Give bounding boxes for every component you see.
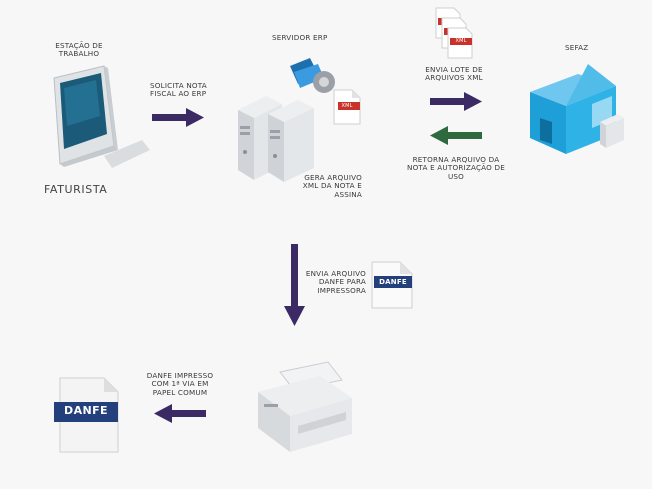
- sefaz-building-icon: [530, 64, 624, 154]
- server-action-label: GERA ARQUIVO XML DA NOTA E ASSINA: [302, 173, 362, 199]
- printed-label: DANFE IMPRESSO COM 1ª VIA EM PAPEL COMUM: [146, 371, 214, 397]
- printer-icon: [258, 361, 352, 452]
- send-batch-label: ENVIA LOTE DE ARQUIVOS XML: [425, 65, 483, 83]
- arrow-right-request: [152, 108, 204, 127]
- workstation-title: ESTAÇÃO DE TRABALHO: [55, 41, 103, 59]
- xml-file-icon: [333, 89, 361, 125]
- xml-file-label: XML: [341, 103, 353, 109]
- xml-stack-label: XML: [455, 38, 467, 44]
- danfe-file-icon-small: [371, 261, 413, 309]
- return-label: RETORNA ARQUIVO DA NOTA E AUTORIZAÇÃO DE…: [407, 155, 505, 181]
- arrow-left-printed: [154, 404, 206, 423]
- monitor-icon: [53, 65, 150, 168]
- server-title: SERVIDOR ERP: [272, 33, 328, 42]
- xml-stack-icon: [435, 7, 473, 59]
- arrow-right-send-batch: [430, 92, 482, 111]
- danfe-file-icon-large: [54, 377, 119, 453]
- danfe-label-small: DANFE: [379, 278, 407, 286]
- request-label: SOLICITA NOTA FISCAL AO ERP: [150, 81, 207, 99]
- send-danfe-label: ENVIA ARQUIVO DANFE PARA IMPRESSORA: [305, 269, 366, 295]
- sefaz-title: SEFAZ: [565, 43, 589, 52]
- server-icon: [238, 58, 335, 182]
- arrow-left-return: [430, 126, 482, 145]
- faturista-label: FATURISTA: [44, 183, 108, 196]
- arrow-down-to-printer: [284, 244, 305, 326]
- danfe-label-large: DANFE: [64, 404, 108, 417]
